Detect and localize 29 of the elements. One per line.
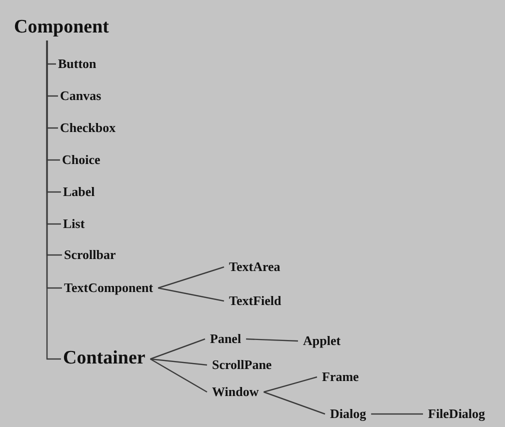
connector-line: [158, 266, 224, 289]
connector-line: [46, 40, 61, 360]
class-name: Component: [14, 18, 110, 38]
class-name: Button: [58, 56, 96, 72]
connector-line: [150, 358, 208, 393]
class-name: TextArea: [229, 260, 280, 274]
class-name: FileDialog: [428, 406, 486, 422]
class-name: Panel: [210, 332, 242, 346]
class-name: Checkbox: [60, 120, 116, 136]
class-name: TextField: [229, 294, 282, 308]
class-name: Dialog: [330, 406, 366, 422]
class-name: ScrollPane: [212, 358, 272, 372]
class-name: Frame: [322, 370, 359, 384]
class-name: Label: [63, 184, 95, 200]
connector-line: [246, 338, 298, 342]
connector-line: [371, 413, 423, 415]
connector-line: [150, 338, 206, 360]
class-name: Window: [212, 384, 259, 400]
class-name: Applet: [303, 334, 341, 348]
class-name: Choice: [62, 152, 100, 168]
class-name: Canvas: [60, 88, 102, 104]
connector-line: [264, 376, 318, 393]
class-name: Container: [63, 348, 146, 370]
connector-line: [264, 391, 326, 415]
connector-line: [158, 287, 224, 302]
connector-line: [150, 358, 208, 366]
class-name: Scrollbar: [64, 248, 116, 262]
class-name: TextComponent: [64, 280, 154, 296]
class-name: List: [63, 216, 85, 232]
